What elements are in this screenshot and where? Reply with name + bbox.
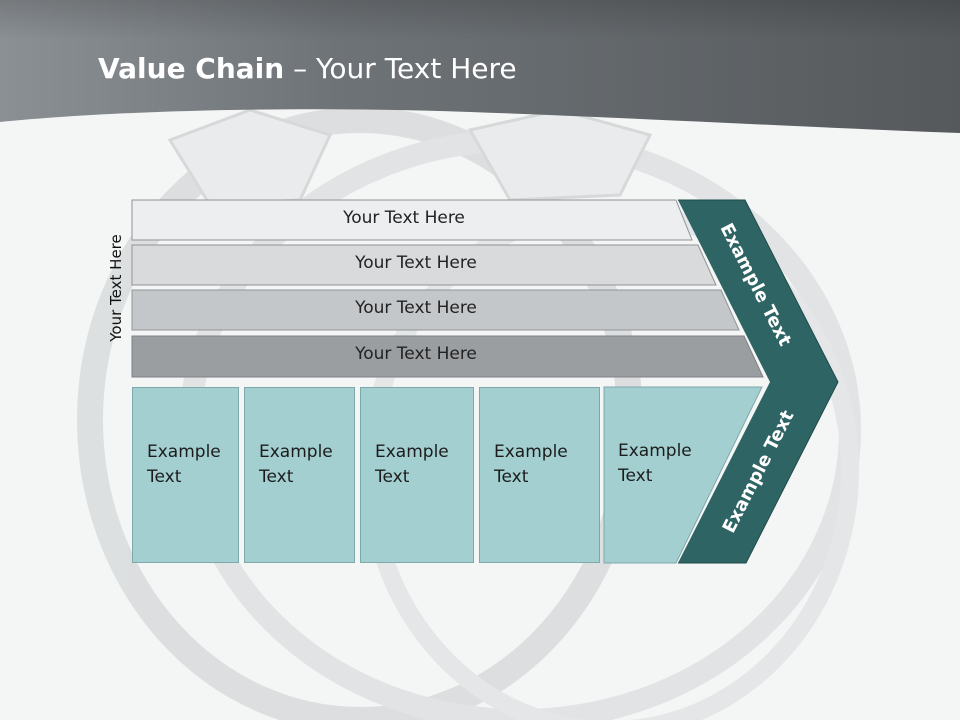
band-shape-3	[131, 289, 740, 331]
band-shape-1	[131, 199, 693, 241]
band-4-label: Your Text Here	[355, 344, 477, 364]
column-1-line2: Text	[147, 467, 182, 487]
column-2-line2: Text	[259, 467, 294, 487]
band-3: Your Text Here	[132, 290, 700, 330]
band-1-label: Your Text Here	[343, 208, 465, 228]
column-2: Example Text	[244, 387, 355, 563]
column-2-line1: Example	[259, 442, 333, 462]
reflection: Example Text Example Text Example Text E…	[0, 406, 960, 720]
band-2: Your Text Here	[132, 245, 700, 285]
column-5: Example Text	[604, 387, 704, 563]
column-5-line2: Text	[618, 466, 653, 486]
band-shape-4	[131, 335, 764, 378]
column-4-line2: Text	[494, 467, 529, 487]
slide-title: Value Chain – Your Text Here	[98, 52, 517, 85]
band-4: Your Text Here	[132, 336, 700, 376]
chevron-lower	[678, 382, 838, 563]
band-1: Your Text Here	[132, 200, 676, 240]
column-4: Example Text	[479, 387, 600, 563]
column-4-line1: Example	[494, 442, 568, 462]
chevron-upper	[678, 200, 838, 382]
column-3-line2: Text	[375, 467, 410, 487]
title-bold: Value Chain	[98, 52, 285, 85]
band-shape-2	[131, 244, 717, 286]
band-2-label: Your Text Here	[355, 253, 477, 273]
column-3-line1: Example	[375, 442, 449, 462]
vertical-label: Your Text Here	[107, 234, 125, 342]
column-3: Example Text	[360, 387, 474, 563]
column-shape-5	[603, 386, 763, 564]
column-1-line1: Example	[147, 442, 221, 462]
column-1: Example Text	[132, 387, 239, 563]
column-5-line1: Example	[618, 441, 692, 461]
band-3-label: Your Text Here	[355, 298, 477, 318]
title-rest: – Your Text Here	[284, 52, 517, 85]
